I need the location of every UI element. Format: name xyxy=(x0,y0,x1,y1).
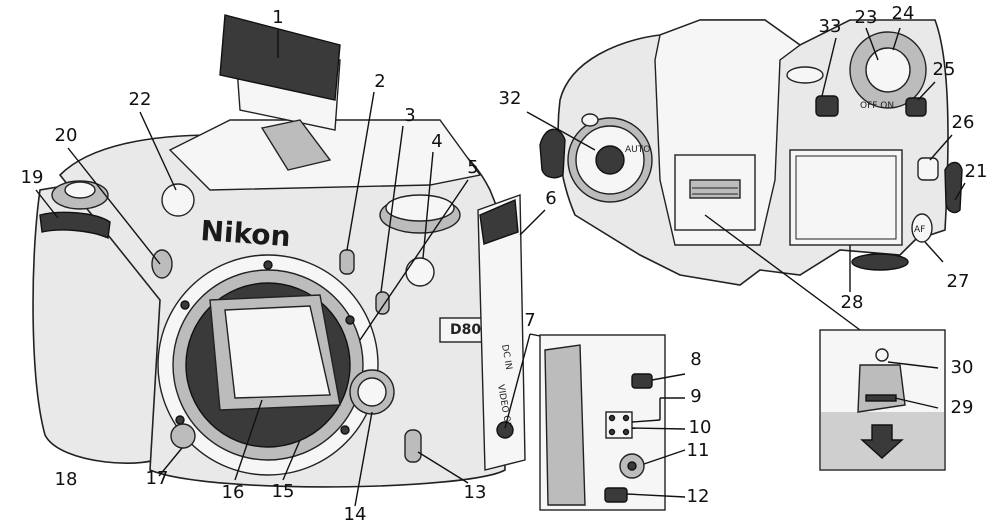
af-mark: AF xyxy=(914,225,925,235)
cover-latch xyxy=(496,421,514,439)
label-11: 11 xyxy=(687,440,710,461)
front-leaders xyxy=(35,30,561,507)
label-20: 20 xyxy=(55,125,78,146)
label-4: 4 xyxy=(431,131,442,152)
hot-shoe-rail xyxy=(689,179,741,199)
lcd-inner xyxy=(795,155,897,240)
cover-marking-dc: DC IN xyxy=(499,344,513,371)
panel-cover xyxy=(544,344,586,506)
label-21: 21 xyxy=(965,161,988,182)
front-view-camera: Nikon D80 DC IN xyxy=(32,14,526,488)
flash-inner xyxy=(260,119,332,171)
connector-leaders xyxy=(626,373,686,498)
model-badge: D80 xyxy=(450,322,481,338)
inset-screw xyxy=(875,348,889,362)
label-24: 24 xyxy=(892,3,915,24)
label-9: 9 xyxy=(690,386,701,407)
lens-release-cap xyxy=(357,377,387,407)
inset-leaders xyxy=(887,361,939,409)
mount-screw xyxy=(345,315,355,325)
label-28: 28 xyxy=(841,292,864,313)
label-25: 25 xyxy=(933,59,956,80)
mount-screw xyxy=(340,425,350,435)
main-command-dial xyxy=(851,253,909,271)
label-13: 13 xyxy=(464,482,487,503)
label-16: 16 xyxy=(222,482,245,503)
label-19: 19 xyxy=(21,167,44,188)
release-mode-button xyxy=(917,157,939,181)
label-10: 10 xyxy=(689,417,712,438)
top-button-left2 xyxy=(581,113,599,127)
bracket-button xyxy=(375,291,390,315)
label-30: 30 xyxy=(951,357,974,378)
af-mode-button xyxy=(911,213,933,243)
label-29: 29 xyxy=(951,397,974,418)
right-strap-eyelet xyxy=(944,161,963,214)
mode-dial-center xyxy=(595,145,625,175)
dc-in-pin xyxy=(622,428,630,436)
top-view-camera: AUTO OFF ON AF xyxy=(539,19,963,286)
sub-command-dial xyxy=(39,211,111,240)
dc-in-pin xyxy=(622,414,630,422)
usb-port xyxy=(631,373,653,389)
label-7: 7 xyxy=(524,310,535,331)
dc-in-pin xyxy=(608,414,616,422)
video-out-center xyxy=(627,461,637,471)
label-5: 5 xyxy=(467,157,478,178)
mode-dial-auto-mark: AUTO xyxy=(625,145,650,155)
mode-dial-top xyxy=(385,194,455,222)
strap-eyelet xyxy=(479,198,519,245)
label-33: 33 xyxy=(819,16,842,37)
label-8: 8 xyxy=(690,349,701,370)
top-leaders xyxy=(526,27,966,331)
control-panel-lcd xyxy=(789,149,903,246)
depth-of-field-button xyxy=(405,257,435,287)
flash-button xyxy=(339,249,355,275)
left-strap-eyelet xyxy=(539,128,566,179)
depth-of-field-preview-button xyxy=(170,423,196,449)
label-2: 2 xyxy=(374,71,385,92)
label-26: 26 xyxy=(952,112,975,133)
dc-in-pin xyxy=(608,428,616,436)
label-27: 27 xyxy=(947,271,970,292)
shutter-release xyxy=(64,181,96,199)
front-button xyxy=(151,249,173,279)
removal-arrow xyxy=(860,424,904,459)
metering-button xyxy=(815,95,839,117)
remote-terminal xyxy=(604,487,628,503)
top-button-left xyxy=(786,66,824,84)
connector-cover xyxy=(477,194,526,471)
label-15: 15 xyxy=(272,481,295,502)
shoe-cover xyxy=(857,364,906,413)
label-3: 3 xyxy=(404,105,415,126)
label-1: 1 xyxy=(272,7,283,28)
mount-screw xyxy=(180,300,190,310)
label-14: 14 xyxy=(344,504,367,525)
focus-mode-selector xyxy=(404,429,422,463)
label-32: 32 xyxy=(499,88,522,109)
mirror-highlight xyxy=(224,305,331,399)
shutter-release-top xyxy=(865,47,911,93)
flash-window xyxy=(219,14,341,101)
label-22: 22 xyxy=(129,89,152,110)
mount-screw xyxy=(175,415,185,425)
label-17: 17 xyxy=(146,468,169,489)
label-12: 12 xyxy=(687,486,710,507)
af-assist-lamp xyxy=(161,183,195,217)
label-6: 6 xyxy=(545,188,556,209)
connector-panel xyxy=(539,334,666,511)
label-numbers: 1 2 3 4 5 6 7 13 14 15 16 17 18 19 20 22… xyxy=(21,3,988,525)
mount-screw xyxy=(263,260,273,270)
power-switch-marks: OFF ON xyxy=(860,101,894,111)
shoe-cover-slot xyxy=(865,394,897,402)
label-18: 18 xyxy=(55,469,78,490)
exposure-compensation-button xyxy=(905,97,927,117)
brand-logo: Nikon xyxy=(200,214,292,253)
label-23: 23 xyxy=(855,7,878,28)
hot-shoe-inset xyxy=(819,329,946,471)
